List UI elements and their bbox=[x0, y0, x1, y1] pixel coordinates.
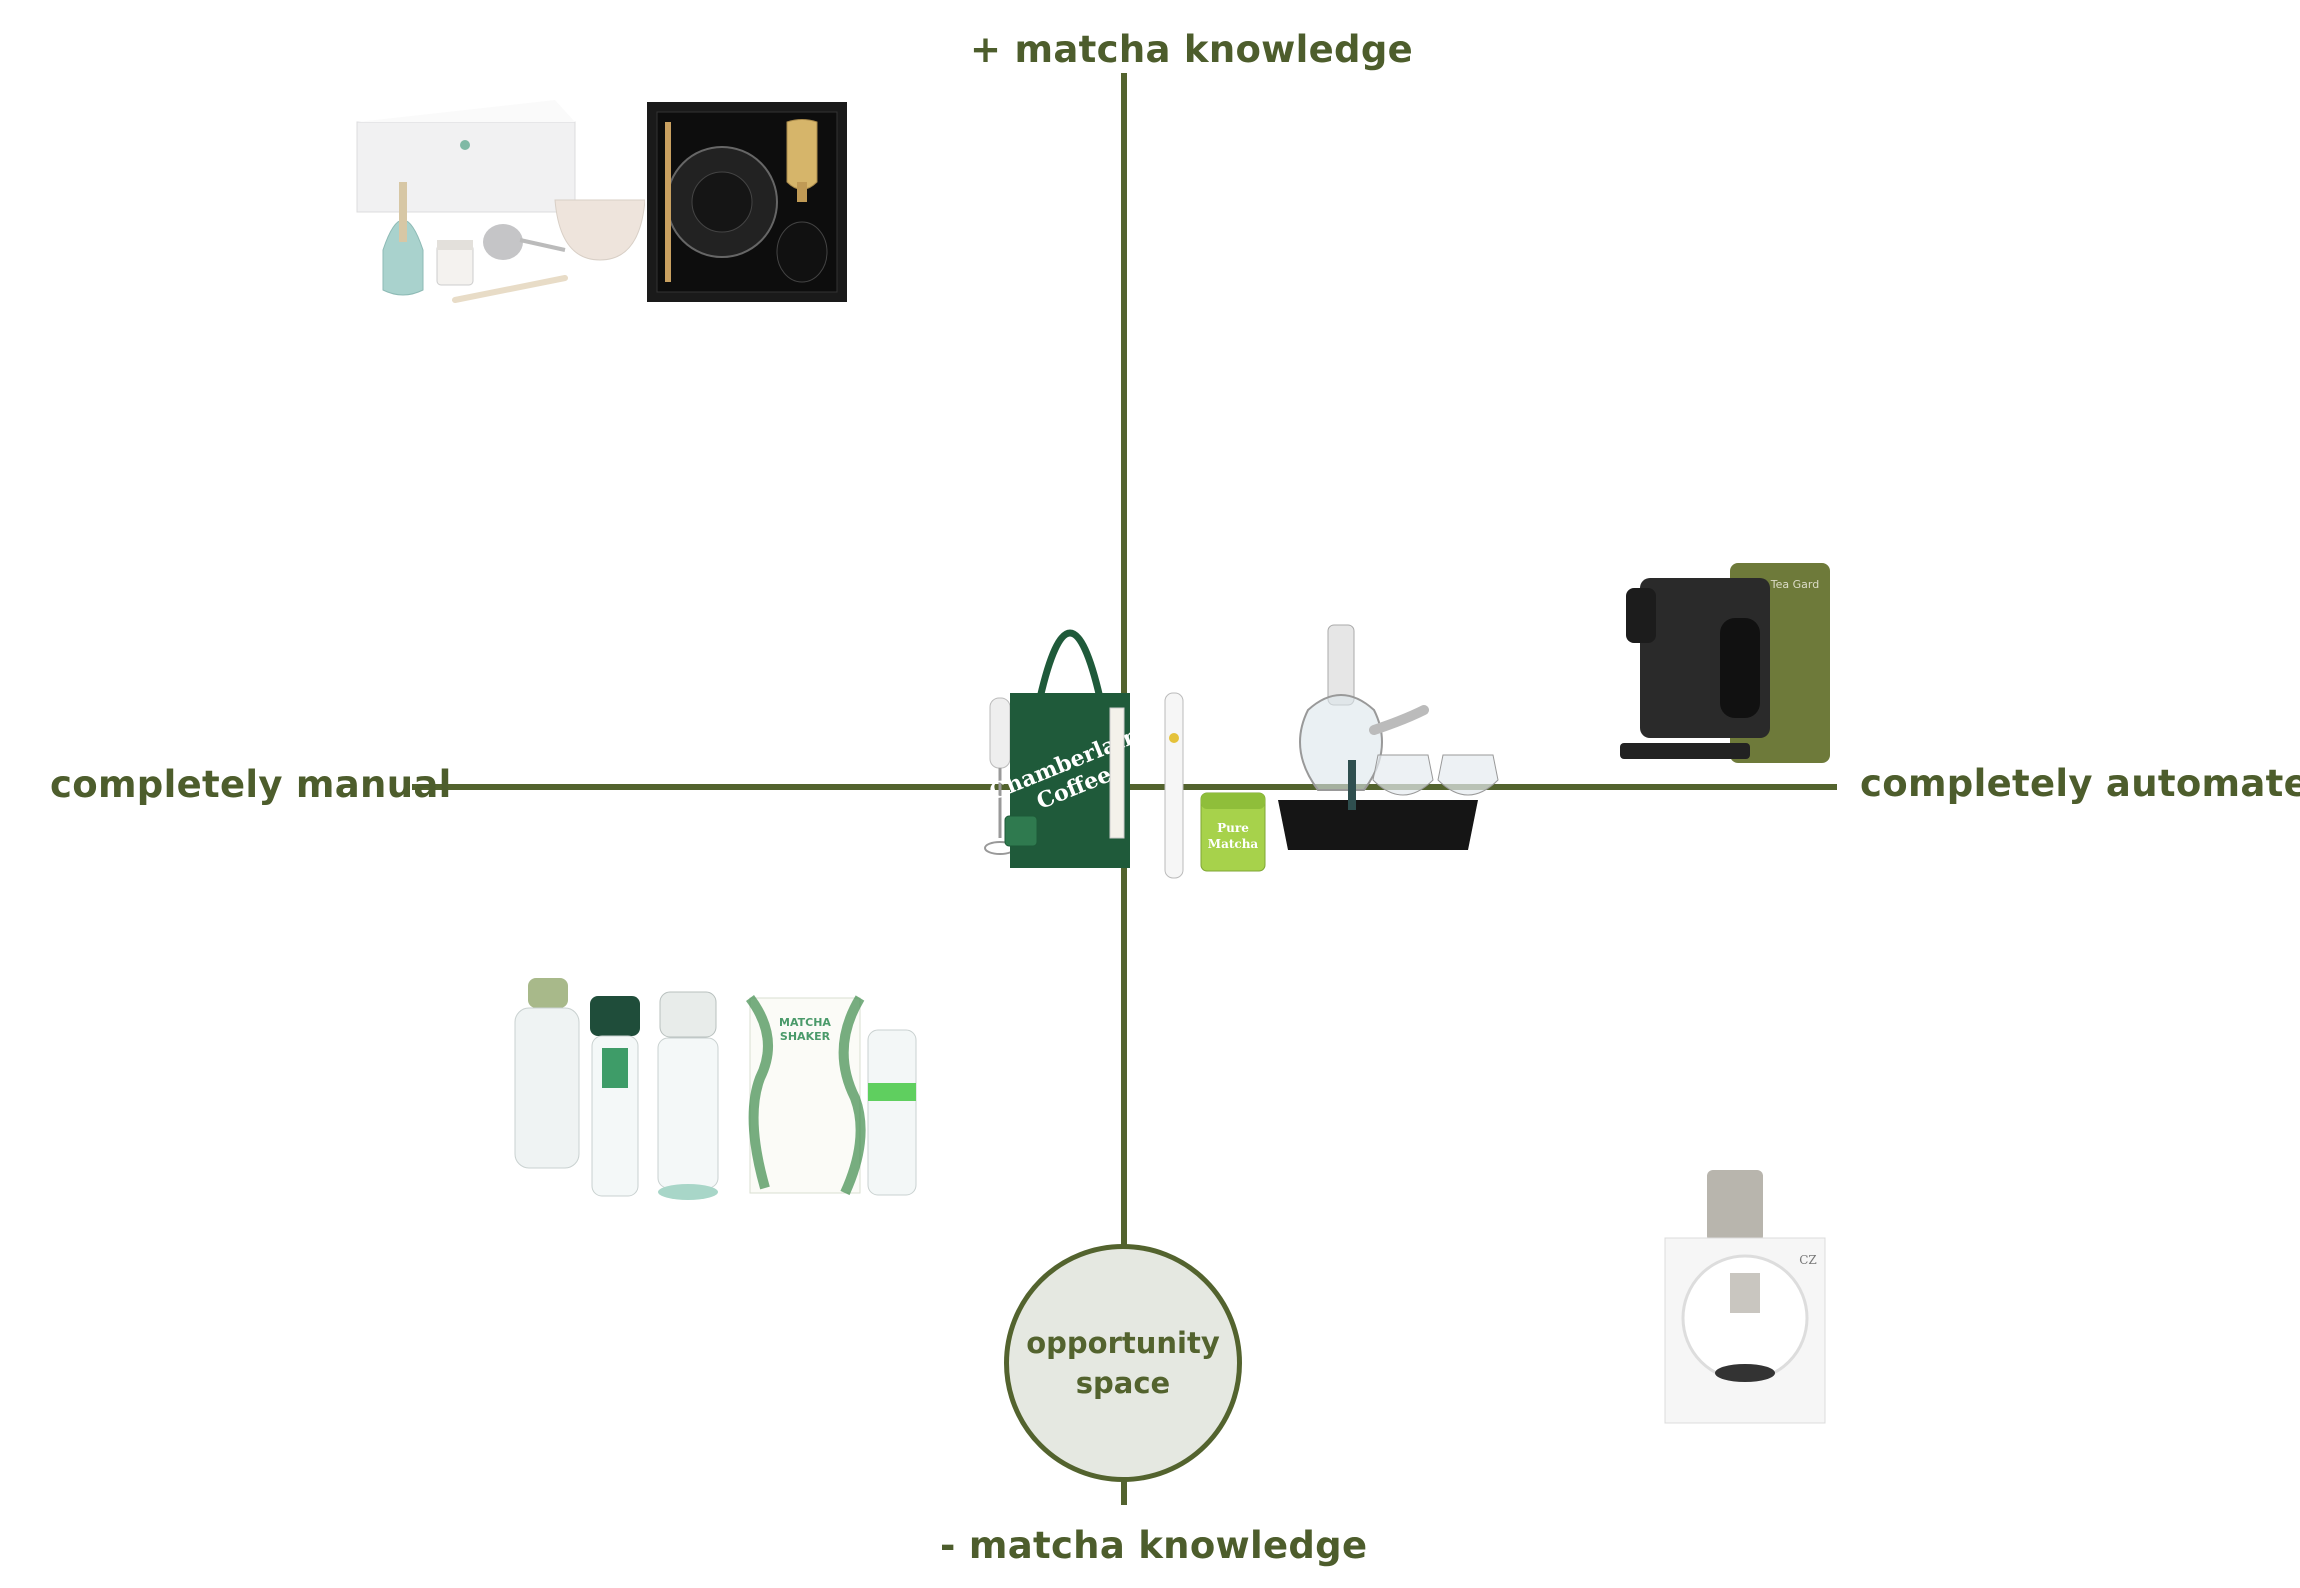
pure-matcha-tin: Pure Matcha bbox=[1198, 790, 1268, 875]
horizontal-axis-left bbox=[412, 784, 1114, 790]
axis-label-top: + matcha knowledge bbox=[970, 28, 1414, 71]
opportunity-space-circle: opportunity space bbox=[1004, 1244, 1242, 1482]
automated-tea-brewer: Tea Gard bbox=[1620, 558, 1835, 773]
brewer-brand: Tea Gard bbox=[1770, 578, 1819, 591]
matcha-bottles-set: MATCHA SHAKER bbox=[510, 978, 920, 1218]
matcha-kit-white-box bbox=[355, 100, 645, 315]
opportunity-space-label: opportunity space bbox=[1023, 1323, 1223, 1403]
axis-label-bottom: - matcha knowledge bbox=[940, 1524, 1368, 1567]
tin-text-line-2: Matcha bbox=[1208, 837, 1259, 851]
matcha-grinder: CZ bbox=[1660, 1168, 1830, 1428]
shaker-box-line-2: SHAKER bbox=[780, 1030, 831, 1043]
axis-label-right: completely automated bbox=[1860, 762, 2300, 805]
axis-label-left: completely manual bbox=[50, 763, 452, 806]
tin-text-line-1: Pure bbox=[1217, 821, 1249, 835]
shaker-box-line-1: MATCHA bbox=[779, 1016, 831, 1029]
grinder-brand: CZ bbox=[1799, 1253, 1817, 1267]
opportunity-line-2: space bbox=[1075, 1366, 1171, 1400]
teapot-tray-set bbox=[1268, 620, 1528, 860]
opportunity-line-1: opportunity bbox=[1026, 1326, 1220, 1360]
frother-and-tote-set: Chamberlain Coffee bbox=[975, 588, 1275, 888]
matcha-kit-black-box bbox=[647, 102, 847, 302]
